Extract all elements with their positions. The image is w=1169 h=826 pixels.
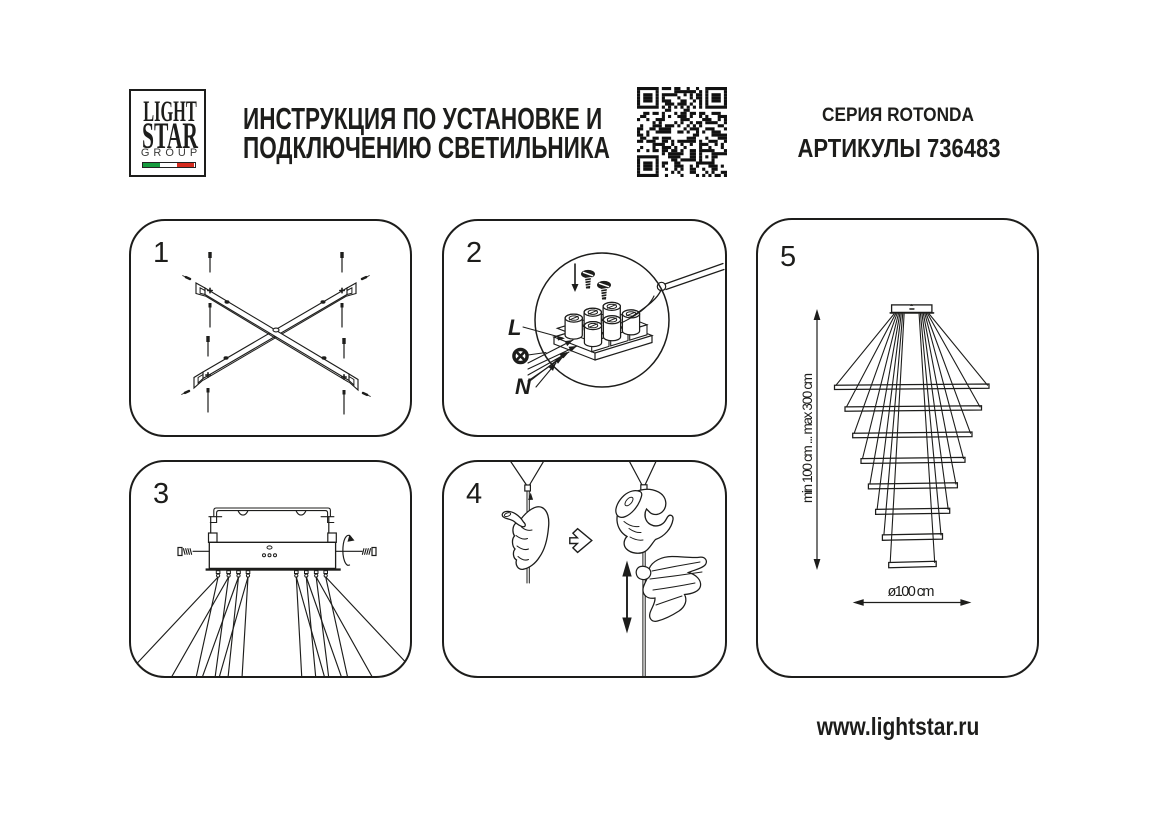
- svg-text:ø100 cm: ø100 cm: [888, 584, 935, 600]
- svg-text:N: N: [515, 374, 532, 399]
- svg-text:L: L: [508, 315, 521, 340]
- svg-text:min 100 cm ... max 300 cm: min 100 cm ... max 300 cm: [800, 373, 815, 503]
